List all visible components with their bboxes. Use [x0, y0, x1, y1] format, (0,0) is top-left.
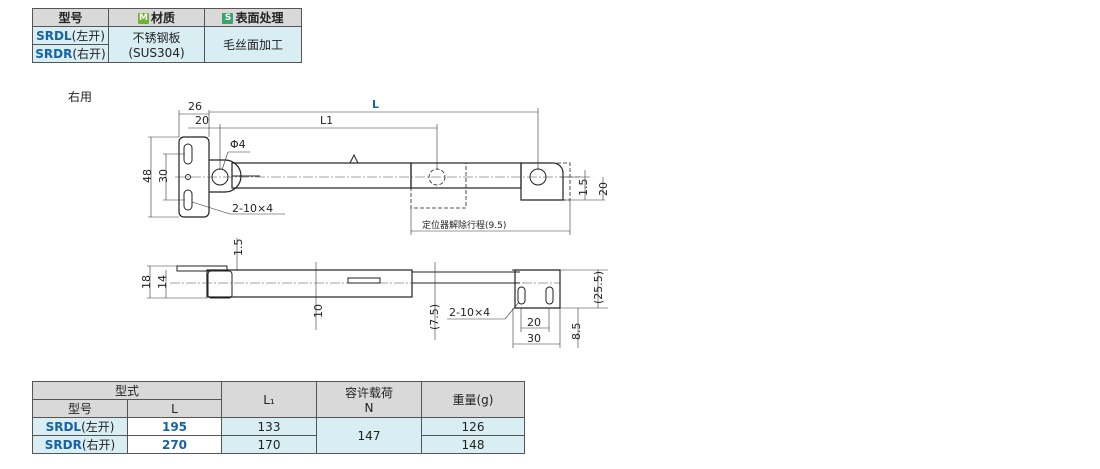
dim-1-5b: 1.5: [232, 239, 245, 257]
release-stroke: 定位器解除行程(9.5): [422, 219, 506, 231]
dim-14: 14: [156, 275, 169, 289]
spec-surface: 毛丝面加工: [204, 26, 302, 63]
right-use-label: 右用: [68, 90, 93, 104]
dim-25-5: (25.5): [592, 271, 605, 304]
row-srdr-L1: 170: [221, 435, 317, 454]
dim-20r: 20: [597, 182, 610, 196]
dim-30: 30: [157, 169, 170, 183]
dim-7-5: (7.5): [428, 304, 441, 330]
spec-material: 不锈钢板(SUS304): [108, 26, 205, 63]
dim-20: 20: [195, 114, 209, 127]
dim-26: 26: [188, 100, 202, 113]
dim-30b: 30: [527, 332, 541, 345]
dim-1-5a: 1.5: [577, 179, 590, 197]
spec-header-model: 型号: [32, 8, 109, 27]
surface-tag-icon: S: [222, 13, 234, 24]
row-srdl-model: SRDL(左开): [32, 417, 128, 436]
right-bracket: [520, 162, 564, 201]
load-value: 147: [316, 417, 422, 454]
header-L: L: [127, 399, 222, 418]
header-model: 型号: [32, 399, 128, 418]
dim-holes2: 2-10×4: [449, 306, 490, 319]
spec-model-srdr: SRDR(右开): [32, 44, 109, 63]
slot-bottom: [183, 189, 193, 211]
dim-20b: 20: [527, 316, 541, 329]
dim-phi4: Φ4: [230, 138, 246, 151]
side-arm: [206, 269, 413, 298]
dim-holes: 2-10×4: [232, 202, 273, 215]
side-plate-top: [176, 265, 228, 272]
row-srdr-model: SRDR(右开): [32, 435, 128, 454]
row-srdr-weight: 148: [421, 435, 525, 454]
side-pivot: [207, 270, 233, 299]
row-srdr-L: 270: [127, 435, 222, 454]
header-L1: L₁: [221, 381, 317, 418]
row-srdl-weight: 126: [421, 417, 525, 436]
dim-L: L: [372, 98, 379, 111]
slot-top: [183, 143, 193, 165]
header-type: 型式: [32, 381, 222, 400]
dim-L1: L1: [320, 114, 333, 127]
dim-10: 10: [312, 304, 325, 318]
dim-48: 48: [141, 169, 154, 183]
row-srdl-L1: 133: [221, 417, 317, 436]
header-weight: 重量(g): [421, 381, 525, 418]
dim-18: 18: [140, 275, 153, 289]
side-lock: [347, 277, 381, 284]
dim-8-5: 8.5: [570, 323, 583, 341]
center-hole: [185, 174, 191, 180]
material-tag-icon: M: [137, 13, 149, 24]
row-srdl-L: 195: [127, 417, 222, 436]
